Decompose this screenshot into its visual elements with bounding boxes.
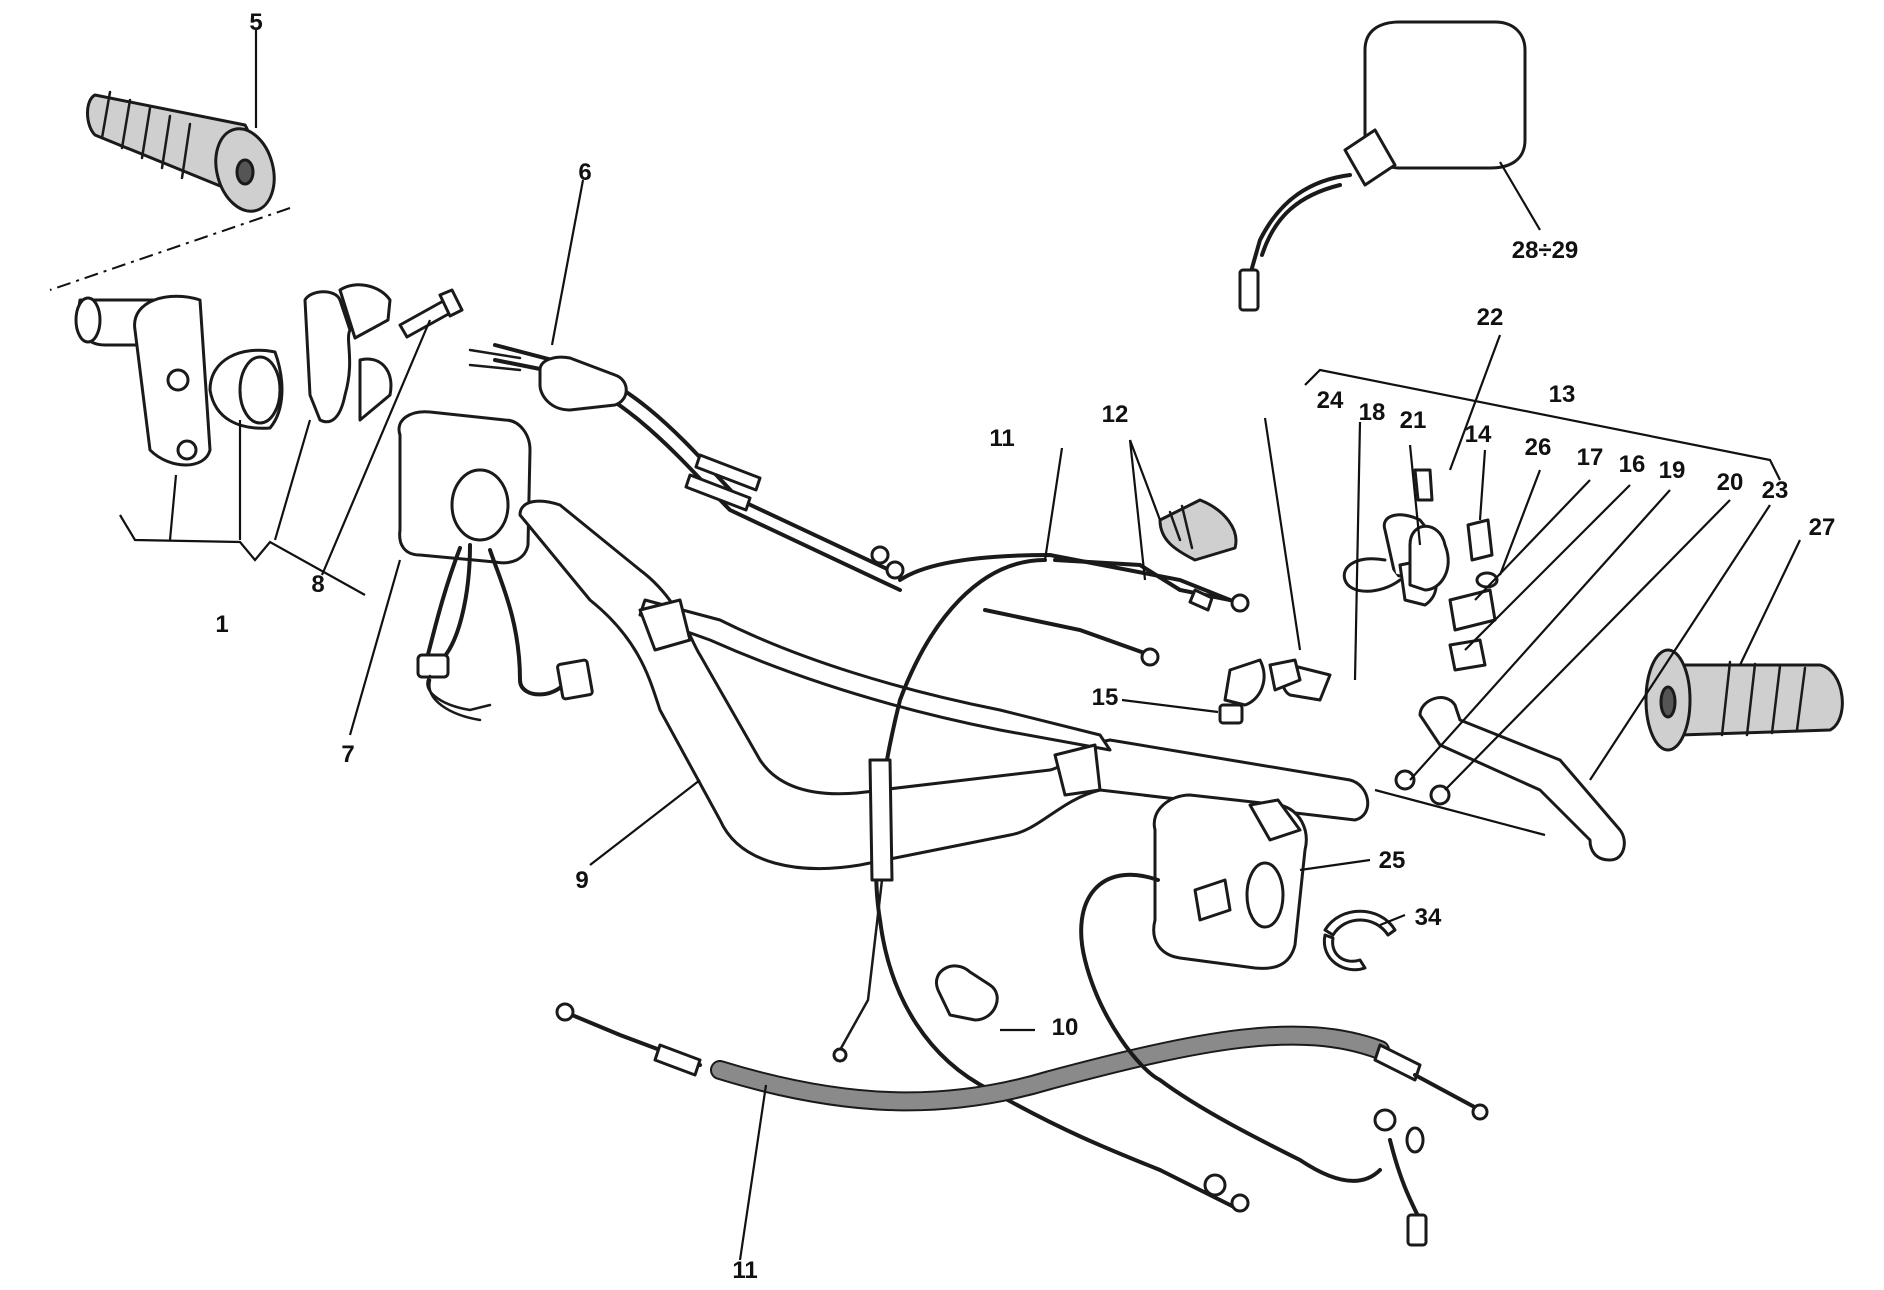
throttle-cable-part-6 [468,343,905,592]
callout-19: 19 [1659,457,1686,484]
clutch-cable-part-11-upper [832,552,1250,1213]
leader-lines [119,30,1801,1261]
callout-14: 14 [1465,421,1492,448]
callout-22: 22 [1477,304,1504,331]
callout-24: 24 [1317,387,1344,414]
callout-28-29: 28÷29 [1512,237,1579,264]
left-switch-part-7 [397,410,594,722]
throttle-housing-part-1 [74,283,393,467]
callout-23: 23 [1762,477,1789,504]
callout-11-upper: 11 [989,425,1014,452]
callout-26: 26 [1525,434,1552,461]
assembly-line-left [49,207,291,291]
snap-ring-part-34b [1322,933,1367,972]
plate-part-17 [1448,588,1497,632]
snap-ring-part-34 [1323,909,1397,937]
callout-7: 7 [341,741,354,768]
cable-part-12 [983,498,1250,667]
right-switch-part-25 [1079,793,1428,1247]
clip-part-10 [935,964,999,1022]
right-grip-part-27 [1644,648,1844,752]
callout-labels: 5 6 1 8 7 9 11 11 12 15 10 24 18 21 22 1… [215,9,1835,1284]
callout-5: 5 [249,9,262,36]
clamp-body-part-21 [1408,524,1450,592]
callout-9: 9 [575,867,588,894]
mirror-part-28-29 [1238,20,1527,312]
callout-20: 20 [1717,469,1744,496]
callout-10: 10 [1052,1014,1079,1041]
plate-part-16 [1448,638,1487,672]
handlebar-part-9 [518,499,1370,871]
callout-6: 6 [578,159,591,186]
callout-21: 21 [1400,407,1427,434]
callout-17: 17 [1577,444,1604,471]
screw-part-14 [1466,518,1494,562]
screw-part-22 [1413,468,1434,502]
callout-8: 8 [311,571,324,598]
callout-13: 13 [1549,381,1576,408]
callout-12: 12 [1102,401,1129,428]
callout-11-lower: 11 [732,1257,757,1284]
callout-18: 18 [1359,399,1386,426]
assembly-line-right [1374,788,1546,837]
callout-15: 15 [1092,684,1119,711]
callout-16: 16 [1619,451,1646,478]
callout-27: 27 [1809,514,1836,541]
throttle-cable-part-11-lower [555,1002,1489,1121]
left-grip-part-5 [86,90,276,213]
callout-1: 1 [215,611,228,638]
callout-34: 34 [1415,904,1442,931]
bolt-part-8 [398,288,464,339]
callout-25: 25 [1379,847,1406,874]
connector-part-15 [1218,703,1244,725]
